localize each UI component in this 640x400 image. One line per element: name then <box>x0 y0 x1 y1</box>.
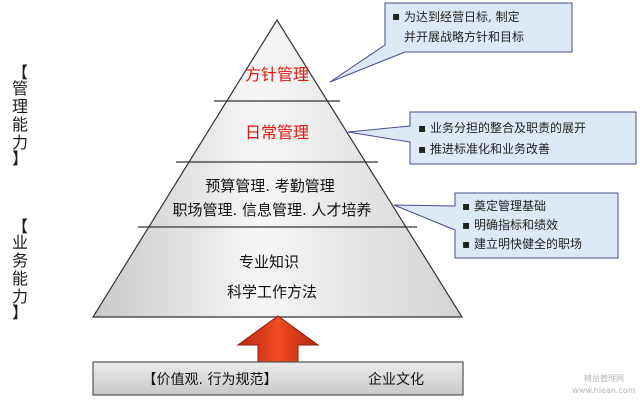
side-management-char: 理 <box>12 97 28 116</box>
callout-foundation-line-3: 建立明快健全的职场 <box>474 236 582 251</box>
tier-3-line-2: 职场管理. 信息管理. 人才培养 <box>172 201 371 219</box>
culture-base-right-text: 企业文化 <box>368 371 424 388</box>
callout-daily: ▪ 业务分担的整合及职责的展开 ▪ 推进标准化和业务改善 <box>347 111 637 165</box>
side-business-char: 能 <box>12 269 28 288</box>
side-management-char: 能 <box>12 115 28 134</box>
culture-base-box <box>92 361 464 396</box>
side-management-char: 力 <box>12 133 28 152</box>
tier-1-label: 方针管理 <box>245 65 309 84</box>
callout-daily-line-2: 推进标准化和业务改善 <box>430 141 550 156</box>
side-management-char: 】 <box>12 149 28 168</box>
callout-strategy-line-2: 并开展战略方针和目标 <box>404 29 524 44</box>
tier-4-line-1: 专业知识 <box>239 253 299 271</box>
callout-bullet: ▪ <box>418 142 426 156</box>
tier-3-line-1: 预算管理. 考勤管理 <box>205 177 335 195</box>
callout-bullet: ▪ <box>462 218 470 232</box>
callout-foundation-line-1: 奠定管理基础 <box>474 198 546 213</box>
side-management-char: 管 <box>12 79 28 98</box>
side-label-business: 【 业 务 能 力 】 <box>12 217 28 322</box>
callout-foundation: ▪ 奠定管理基础 ▪ 明确指标和绩效 ▪ 建立明快健全的职场 <box>393 192 619 259</box>
callout-foundation-line-2: 明确指标和绩效 <box>474 217 558 232</box>
side-business-char: 力 <box>12 287 28 306</box>
side-business-char: 业 <box>12 233 28 252</box>
side-business-char: 】 <box>12 303 28 322</box>
culture-base-left-text: 【价值观. 行为规范】 <box>143 371 278 388</box>
side-management-char: 【 <box>12 63 28 82</box>
up-arrow-icon <box>236 315 320 363</box>
callout-bullet: ▪ <box>392 9 400 23</box>
watermark-line-1: 精益管理网 <box>584 373 624 383</box>
callout-bullet: ▪ <box>462 237 470 251</box>
callout-bullet: ▪ <box>462 199 470 213</box>
side-label-management: 【 管 理 能 力 】 <box>12 63 28 168</box>
side-business-char: 【 <box>12 217 28 236</box>
watermark-line-2: www.hlean.com <box>572 386 635 395</box>
tier-2-label: 日常管理 <box>245 123 309 142</box>
callout-bullet: ▪ <box>418 121 426 135</box>
callout-strategy: ▪ 为达到经营日标, 制定 并开展战略方针和目标 <box>329 2 573 83</box>
callout-daily-line-1: 业务分担的整合及职责的展开 <box>430 120 586 135</box>
side-business-char: 务 <box>12 251 28 270</box>
callout-strategy-line-1: 为达到经营日标, 制定 <box>404 9 520 24</box>
tier-4-line-2: 科学工作方法 <box>227 283 317 301</box>
